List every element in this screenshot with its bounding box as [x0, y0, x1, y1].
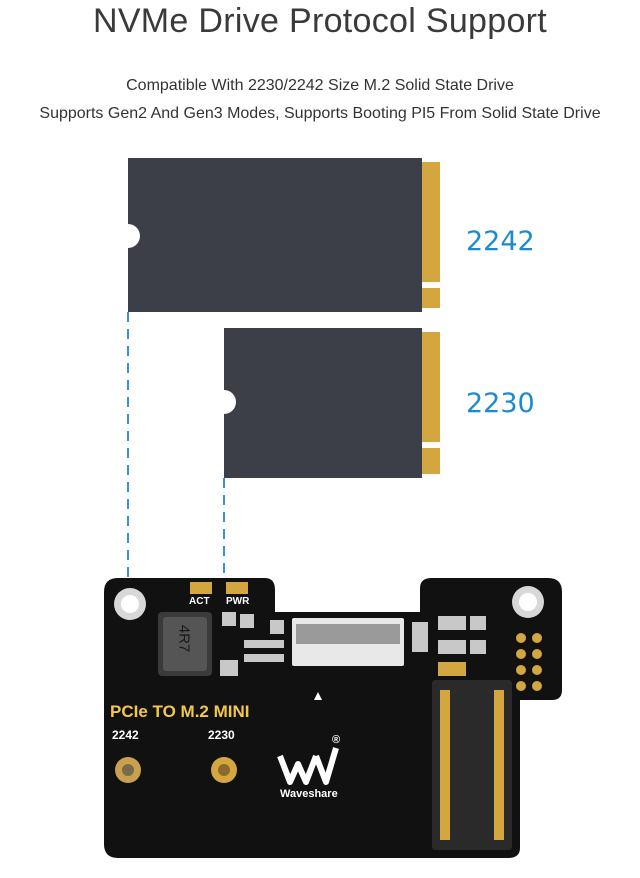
- brand-registered-mark: ®: [332, 734, 341, 746]
- ssd-2230: [224, 328, 440, 478]
- size-label-2230: 2230: [466, 388, 535, 419]
- subtitle-line-2: Supports Gen2 And Gen3 Modes, Supports B…: [39, 105, 601, 122]
- brand-name: Waveshare: [280, 788, 338, 800]
- product-name: PCIe TO M.2 MINI: [110, 702, 250, 721]
- inductor-marking: 4R7: [175, 624, 193, 653]
- led-label-pwr: PWR: [226, 596, 250, 607]
- ssd-2242: [128, 158, 440, 312]
- hole-label-2230: 2230: [208, 728, 235, 742]
- led-label-act: ACT: [189, 596, 210, 607]
- pcb-board: [104, 578, 562, 858]
- page-title: NVMe Drive Protocol Support: [92, 2, 548, 40]
- hole-label-2242: 2242: [112, 728, 139, 742]
- size-label-2242: 2242: [466, 226, 535, 257]
- subtitle-line-1: Compatible With 2230/2242 Size M.2 Solid…: [126, 77, 514, 94]
